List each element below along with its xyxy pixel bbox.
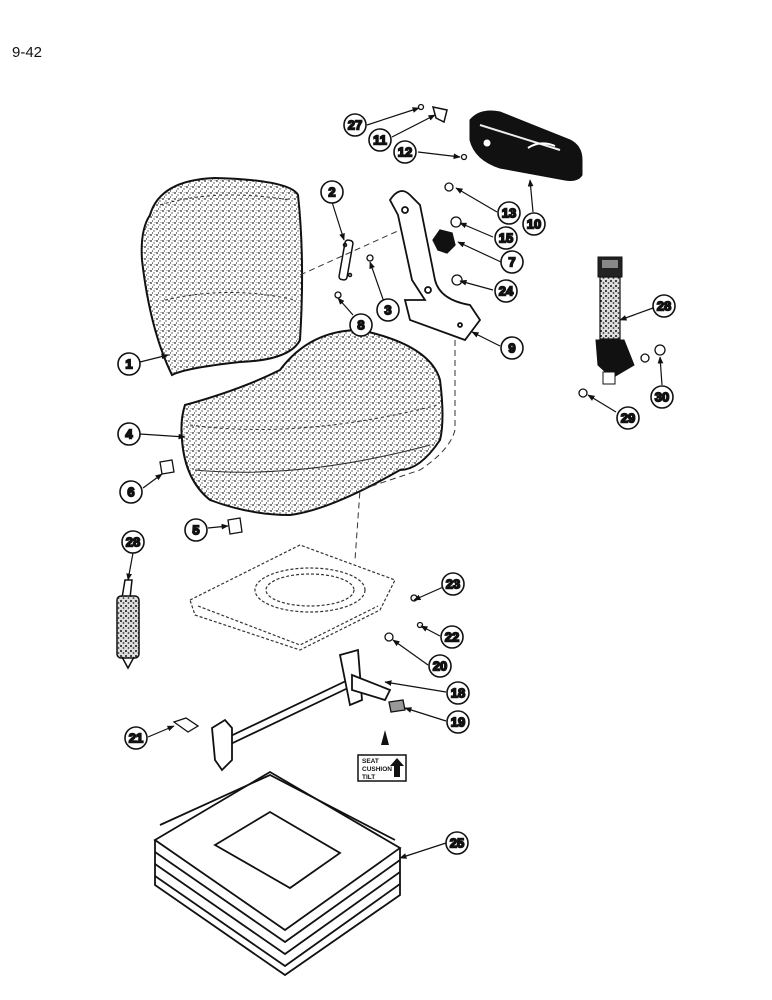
decal-line-3: TILT xyxy=(362,774,375,781)
callout-24: 24 xyxy=(494,279,518,303)
callout-30: 30 xyxy=(650,385,674,409)
svg-text:30: 30 xyxy=(655,390,669,405)
alignment-lines xyxy=(299,229,456,561)
seat-cushion-tilt-decal: SEAT CUSHION TILT xyxy=(357,754,407,782)
callout-22: 22 xyxy=(440,625,464,649)
tilt-latch-rod xyxy=(211,648,392,772)
callout-13: 13 xyxy=(497,201,521,225)
svg-text:20: 20 xyxy=(433,659,447,674)
svg-text:15: 15 xyxy=(499,231,513,246)
svg-text:28: 28 xyxy=(126,535,140,550)
callout-21: 21 xyxy=(124,726,148,750)
callout-18: 18 xyxy=(446,681,470,705)
svg-text:12: 12 xyxy=(398,145,412,160)
callout-10: 10 xyxy=(522,212,546,236)
svg-text:27: 27 xyxy=(348,118,362,133)
svg-text:8: 8 xyxy=(357,318,364,333)
callout-25: 25 xyxy=(445,831,469,855)
svg-text:6: 6 xyxy=(127,485,134,500)
callout-27: 27 xyxy=(343,113,367,137)
leader-lines xyxy=(126,107,664,859)
svg-text:5: 5 xyxy=(192,523,199,538)
decal-line-1: SEAT xyxy=(362,758,379,765)
callout-5: 5 xyxy=(184,518,208,542)
callout-7: 7 xyxy=(500,250,524,274)
up-arrow-icon xyxy=(390,758,404,777)
svg-text:3: 3 xyxy=(384,303,391,318)
callout-6: 6 xyxy=(119,480,143,504)
svg-text:28: 28 xyxy=(657,299,671,314)
svg-text:22: 22 xyxy=(445,630,459,645)
callout-12: 12 xyxy=(393,140,417,164)
callout-29: 29 xyxy=(616,406,640,430)
svg-text:7: 7 xyxy=(508,255,515,270)
seat-belt-anchor xyxy=(116,579,140,670)
svg-text:29: 29 xyxy=(621,411,635,426)
svg-text:2: 2 xyxy=(328,185,335,200)
svg-text:18: 18 xyxy=(451,686,465,701)
seat-back-cushion xyxy=(140,176,304,377)
svg-text:24: 24 xyxy=(499,284,514,299)
decal-line-2: CUSHION xyxy=(362,766,392,773)
decal-pointer xyxy=(381,730,389,745)
callout-2: 2 xyxy=(320,180,344,204)
suspension-boot xyxy=(153,770,402,977)
svg-text:11: 11 xyxy=(373,133,387,148)
callout-23: 23 xyxy=(441,572,465,596)
callout-15: 15 xyxy=(494,226,518,250)
svg-text:23: 23 xyxy=(446,577,460,592)
svg-text:9: 9 xyxy=(508,341,515,356)
callout-19: 19 xyxy=(446,710,470,734)
svg-text:13: 13 xyxy=(502,206,516,221)
svg-text:19: 19 xyxy=(451,715,465,730)
callout-3: 3 xyxy=(376,298,400,322)
svg-text:10: 10 xyxy=(527,217,541,232)
page-number: 9-42 xyxy=(12,44,43,61)
svg-text:1: 1 xyxy=(125,357,132,372)
svg-text:21: 21 xyxy=(129,731,143,746)
callout-4: 4 xyxy=(117,422,141,446)
callout-28-left: 28 xyxy=(121,530,145,554)
svg-text:25: 25 xyxy=(450,836,464,851)
callout-9: 9 xyxy=(500,336,524,360)
seat-cushion xyxy=(180,328,444,517)
callout-8: 8 xyxy=(349,313,373,337)
callout-20: 20 xyxy=(428,654,452,678)
callout-1: 1 xyxy=(117,352,141,376)
seat-pan-plate xyxy=(189,544,396,651)
callout-11: 11 xyxy=(368,128,392,152)
armrest-bracket xyxy=(388,190,482,342)
armrest xyxy=(469,110,583,181)
callout-28-right: 28 xyxy=(652,294,676,318)
svg-text:4: 4 xyxy=(125,427,133,442)
clip xyxy=(431,106,448,124)
bracket-strap xyxy=(338,239,354,281)
seat-belt xyxy=(595,256,635,385)
callouts: 1 2 3 4 5 6 7 8 9 10 11 12 13 15 18 19 2… xyxy=(117,113,676,855)
